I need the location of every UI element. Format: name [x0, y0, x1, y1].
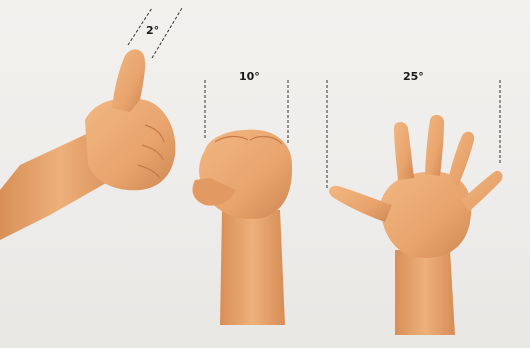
thumbs-up-hand [0, 49, 175, 240]
spread-hand-angle-label: 25° [403, 70, 424, 83]
fist-angle-label: 10° [239, 70, 260, 83]
spread-hand [329, 115, 502, 335]
fist-hand [192, 130, 292, 325]
thumb-angle-label: 2° [146, 24, 159, 37]
spread-hand-angle-guides [327, 80, 500, 190]
